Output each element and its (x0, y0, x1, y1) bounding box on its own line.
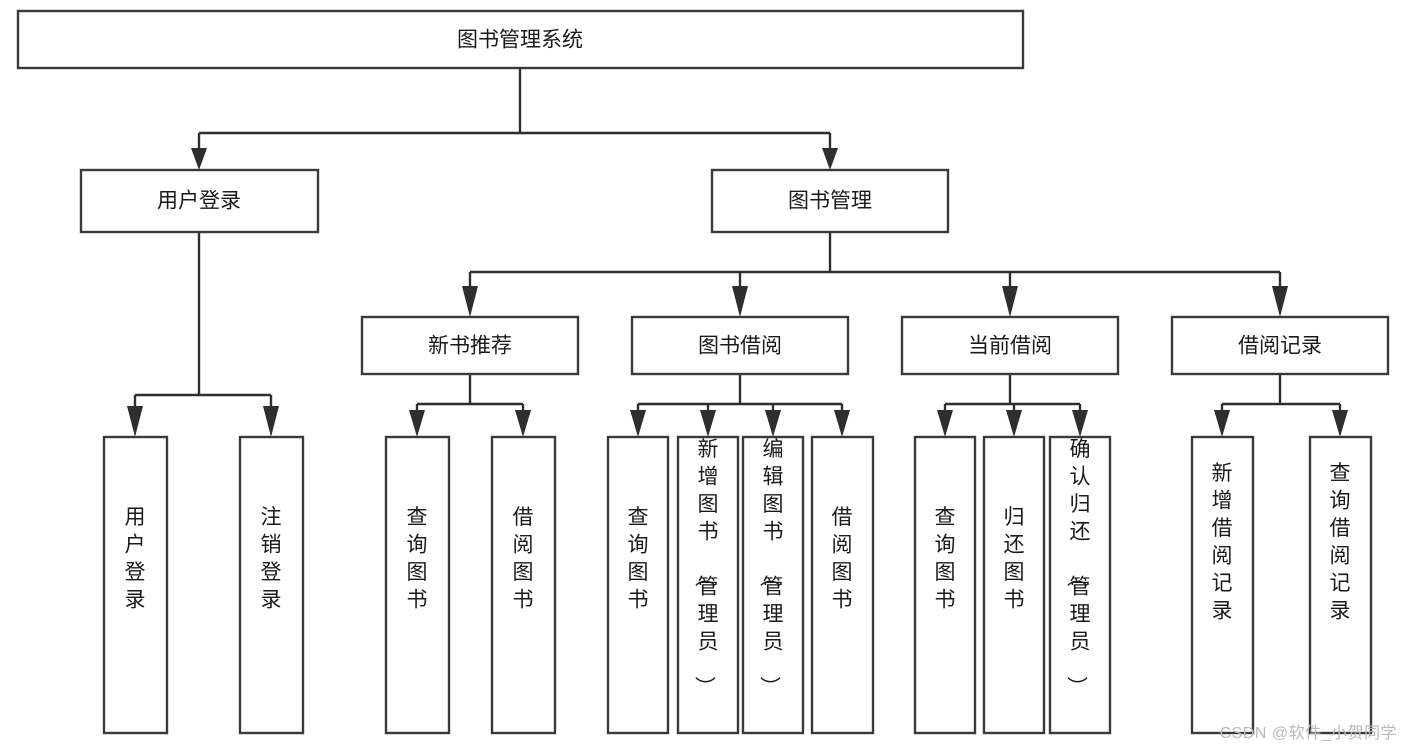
leaf-borrow-record-1-box[interactable] (1190, 435, 1255, 735)
leaf-book-borrow-2[interactable]: 新增图书（管理员） (676, 435, 740, 735)
node-user-login-box[interactable] (79, 168, 320, 234)
leaf-borrow-record-2[interactable]: 查询借阅记录 (1308, 435, 1373, 735)
leaf-new-book-2-box[interactable] (490, 435, 557, 735)
leaf-user-login-2-label: 注销登录 (261, 506, 282, 612)
node-user-login-label: 用户登录 (157, 190, 241, 213)
node-current-borrow[interactable]: 当前借阅 (900, 315, 1120, 376)
arrow-to-borrow-record (1272, 286, 1288, 317)
leaf-user-login-2[interactable]: 注销登录 (238, 435, 305, 735)
leaf-current-borrow-2-label: 归还图书 (1004, 506, 1025, 612)
leaf-book-borrow-4-box[interactable] (810, 435, 875, 735)
arrow-to-book-borrow (732, 286, 748, 317)
arrow-new-book-leaf2 (515, 410, 531, 437)
leaf-new-book-2-label: 借阅图书 (513, 506, 534, 612)
arrow-user-login-leaf1 (127, 406, 143, 437)
node-root-box[interactable] (16, 9, 1025, 70)
leaf-current-borrow-2[interactable]: 归还图书 (982, 435, 1046, 735)
node-new-book-recommend[interactable]: 新书推荐 (360, 315, 580, 376)
arrow-book-borrow-leaf2 (700, 410, 716, 437)
node-new-book-recommend-label: 新书推荐 (428, 335, 512, 358)
leaf-new-book-2[interactable]: 借阅图书 (490, 435, 557, 735)
leaf-current-borrow-1-box[interactable] (913, 435, 977, 735)
arrow-to-book-manage (822, 148, 838, 170)
leaf-user-login-2-box[interactable] (238, 435, 305, 735)
arrow-borrow-record-leaf2 (1332, 410, 1348, 437)
node-user-login[interactable]: 用户登录 (79, 168, 320, 234)
leaf-book-borrow-3-box[interactable] (741, 435, 805, 735)
node-new-book-recommend-box[interactable] (360, 315, 580, 376)
leaf-book-borrow-2-label: 新增图书（管理员） (693, 438, 719, 697)
leaf-book-borrow-3-label: 编辑图书（管理员） (758, 438, 784, 697)
node-root-label: 图书管理系统 (457, 29, 583, 52)
node-book-manage-label: 图书管理 (788, 190, 872, 213)
node-book-manage[interactable]: 图书管理 (710, 168, 950, 234)
node-borrow-record-label: 借阅记录 (1238, 335, 1322, 358)
leaf-borrow-record-2-label: 查询借阅记录 (1330, 462, 1351, 623)
leaf-borrow-record-1[interactable]: 新增借阅记录 (1190, 435, 1255, 735)
arrow-current-borrow-leaf2 (1006, 410, 1022, 437)
leaf-new-book-1-label: 查询图书 (407, 506, 428, 612)
arrow-book-borrow-leaf4 (834, 410, 850, 437)
leaf-user-login-1-box[interactable] (102, 435, 169, 735)
leaf-current-borrow-3[interactable]: 确认归还（管理员） (1048, 435, 1112, 735)
arrow-user-login-leaf2 (263, 406, 279, 437)
arrow-current-borrow-leaf3 (1072, 410, 1088, 437)
node-borrow-record[interactable]: 借阅记录 (1170, 315, 1390, 376)
node-borrow-record-box[interactable] (1170, 315, 1390, 376)
leaf-current-borrow-3-box[interactable] (1048, 435, 1112, 735)
node-book-manage-box[interactable] (710, 168, 950, 234)
arrow-borrow-record-leaf1 (1214, 410, 1230, 437)
leaf-borrow-record-1-label: 新增借阅记录 (1212, 462, 1233, 623)
leaf-current-borrow-1[interactable]: 查询图书 (913, 435, 977, 735)
leaf-borrow-record-2-box[interactable] (1308, 435, 1373, 735)
node-book-borrow-box[interactable] (630, 315, 850, 376)
arrow-current-borrow-leaf1 (937, 410, 953, 437)
node-book-borrow[interactable]: 图书借阅 (630, 315, 850, 376)
leaf-new-book-1[interactable]: 查询图书 (384, 435, 451, 735)
node-book-borrow-label: 图书借阅 (698, 335, 782, 358)
leaf-new-book-1-box[interactable] (384, 435, 451, 735)
node-root[interactable]: 图书管理系统 (16, 9, 1025, 70)
leaf-book-borrow-4-label: 借阅图书 (832, 506, 853, 612)
connectors-layer (127, 68, 1348, 437)
leaf-book-borrow-2-box[interactable] (676, 435, 740, 735)
arrow-book-borrow-leaf3 (765, 410, 781, 437)
leaf-book-borrow-3[interactable]: 编辑图书（管理员） (741, 435, 805, 735)
arrow-to-current-borrow (1002, 286, 1018, 317)
arrow-to-user-login (191, 148, 207, 170)
arrow-new-book-leaf1 (409, 410, 425, 437)
leaf-current-borrow-3-label: 确认归还（管理员） (1065, 438, 1091, 697)
leaf-book-borrow-1[interactable]: 查询图书 (606, 435, 670, 735)
leaf-current-borrow-1-label: 查询图书 (935, 506, 956, 612)
arrow-to-new-book (462, 286, 478, 317)
leaf-current-borrow-2-box[interactable] (982, 435, 1046, 735)
leaf-book-borrow-1-box[interactable] (606, 435, 670, 735)
leaf-user-login-1[interactable]: 用户登录 (102, 435, 169, 735)
leaf-book-borrow-4[interactable]: 借阅图书 (810, 435, 875, 735)
leaf-user-login-1-label: 用户登录 (125, 506, 146, 612)
arrow-book-borrow-leaf1 (630, 410, 646, 437)
node-current-borrow-label: 当前借阅 (968, 335, 1052, 358)
leaf-book-borrow-1-label: 查询图书 (628, 506, 649, 612)
node-current-borrow-box[interactable] (900, 315, 1120, 376)
